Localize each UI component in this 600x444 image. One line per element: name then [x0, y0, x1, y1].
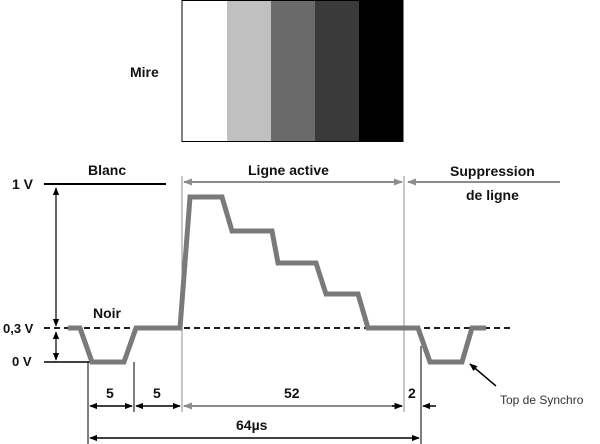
mire-frame	[181, 0, 404, 142]
mire-label: Mire	[130, 64, 159, 80]
duration-back-porch-label: 5	[153, 385, 161, 401]
level-0v-label: 0 V	[12, 354, 32, 369]
duration-active-label: 52	[284, 385, 300, 401]
mire-bar-light-grey	[227, 0, 271, 142]
top-synchro-label: Top de Synchro	[500, 393, 584, 407]
duration-total-label: 64µs	[236, 417, 268, 433]
mire-bar-black	[359, 0, 403, 142]
ligne-active-label: Ligne active	[248, 162, 329, 178]
top-synchro-pointer-arrow	[469, 363, 497, 387]
mire-bar-dark-grey	[315, 0, 359, 142]
blanc-label: Blanc	[88, 162, 126, 178]
noir-label: Noir	[93, 305, 122, 321]
video-signal-waveform	[68, 194, 486, 365]
level-03v-label: 0,3 V	[3, 321, 34, 336]
suppression-label: Suppression	[450, 163, 535, 179]
duration-sync-label: 5	[106, 385, 114, 401]
mire-test-pattern	[181, 0, 404, 142]
de-ligne-label: de ligne	[466, 187, 519, 203]
level-1v-label: 1 V	[12, 176, 34, 192]
mire-bar-mid-grey	[271, 0, 315, 142]
mire-bar-white	[182, 0, 227, 142]
duration-front-porch-label: 2	[408, 385, 416, 401]
